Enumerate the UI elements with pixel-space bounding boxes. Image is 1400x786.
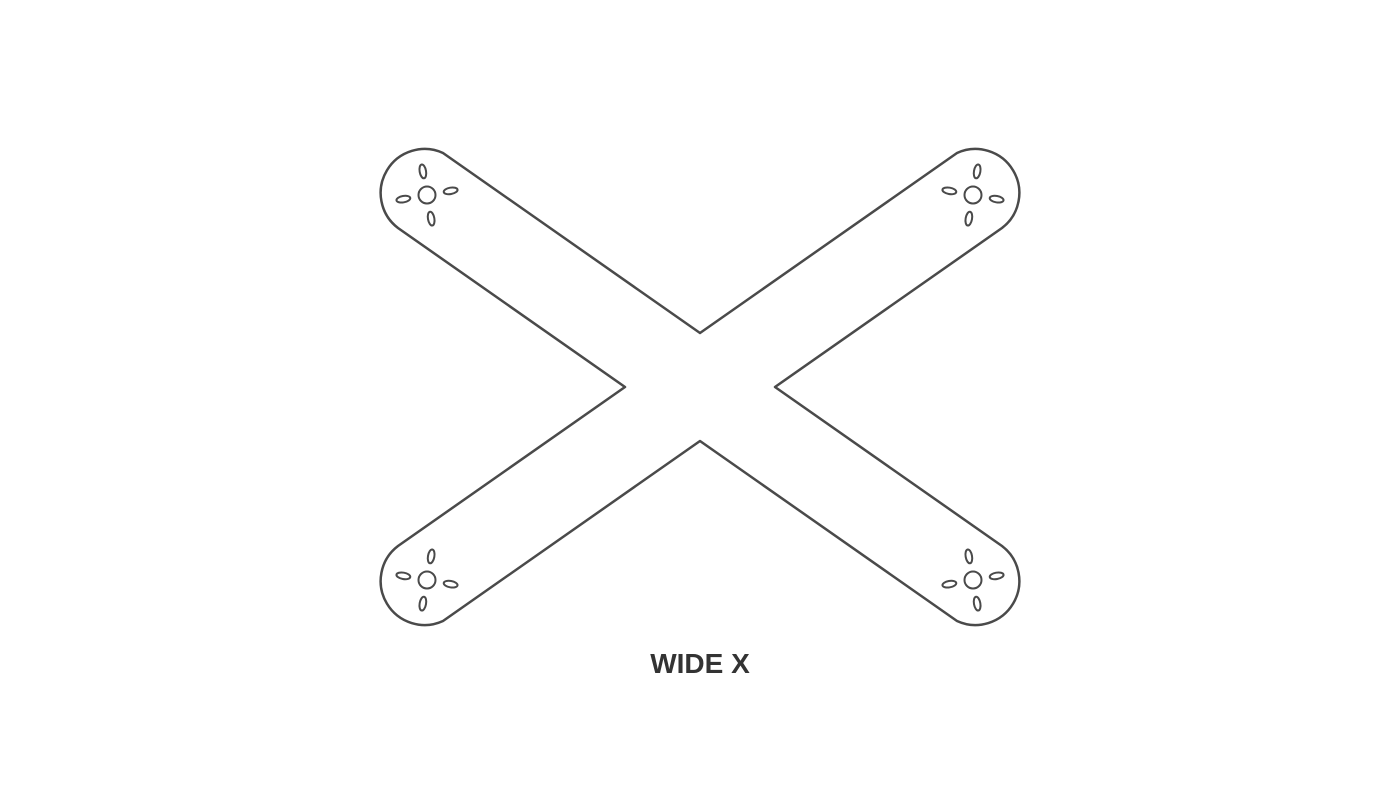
slot [426,548,436,565]
slot [988,194,1005,204]
slot [964,548,974,565]
slot [418,595,428,612]
arm-end-bottom-right [941,548,1005,612]
slot [442,579,459,589]
slot [988,571,1005,581]
x-base-outline [379,147,1021,627]
slot [972,595,982,612]
slot [442,186,459,196]
mount-hole [963,185,983,205]
slot [395,571,412,581]
mount-hole [417,185,437,205]
mount-hole [417,570,437,590]
slot [964,210,974,227]
arm-end-top-right [941,163,1005,227]
slot [395,194,412,204]
arm-end-bottom-left [395,548,459,612]
arm-end-top-left [395,163,459,227]
mount-hole [963,570,983,590]
slot [972,163,982,180]
slot [941,579,958,589]
slot [941,186,958,196]
diagram-caption: WIDE X [650,648,750,679]
slot [426,210,436,227]
slot [418,163,428,180]
